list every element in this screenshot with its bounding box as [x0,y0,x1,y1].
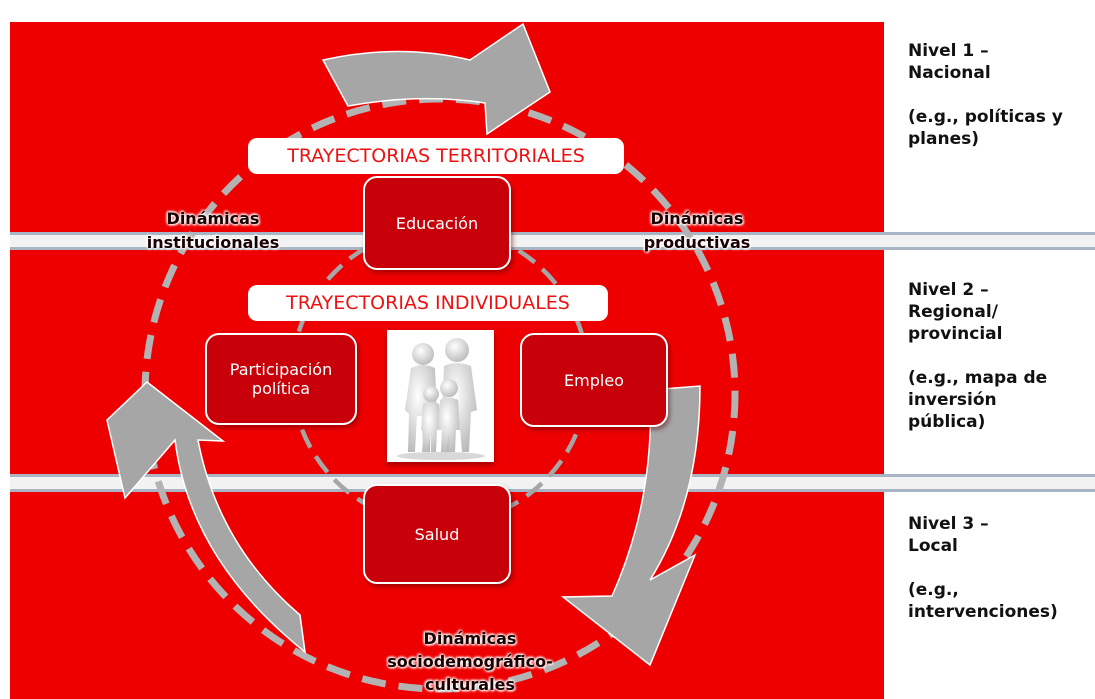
territorial-trajectories-label: TRAYECTORIAS TERRITORIALES [248,138,624,174]
sociodemographic-dynamics-label: Dinámicas sociodemográfico- culturales [387,629,553,694]
level-separator-1 [10,232,1095,250]
level-3-description: Nivel 3 – Local (e.g., intervenciones) [908,513,1093,623]
level-separator-1-bottom-line [10,247,1095,250]
level-1-title: Nivel 1 – Nacional [908,41,991,83]
level-separator-2-bottom-line [10,489,1095,492]
level-separator-1-top-line [10,232,1095,235]
health-label: Salud [414,524,460,544]
cycle-arrow-right-icon [560,385,701,667]
political-participation-box: Participación política [205,333,357,425]
employment-box: Empleo [520,333,668,427]
family-figures-icon [397,338,485,460]
level-2-description: Nivel 2 – Regional/ provincial (e.g., ma… [908,279,1093,433]
level-1-example: (e.g., políticas y planes) [908,107,1063,149]
health-box: Salud [363,484,511,584]
level-2-title: Nivel 2 – Regional/ provincial [908,280,1003,344]
cycle-arrow-left-icon [106,381,306,654]
individual-trajectories-label: TRAYECTORIAS INDIVIDUALES [248,285,608,321]
level-separator-2 [10,474,1095,492]
level-1-description: Nivel 1 – Nacional (e.g., políticas y pl… [908,40,1093,150]
cycle-arrow-top-icon [321,22,551,136]
level-3-title: Nivel 3 – Local [908,514,989,556]
productive-dynamics-label: Dinámicas productivas [643,209,751,252]
political-participation-label: Participación política [229,360,333,398]
education-label: Educación [395,213,479,233]
family-image [387,330,494,462]
institutional-dynamics-label: Dinámicas institucionales [146,209,280,252]
level-2-example: (e.g., mapa de inversión pública) [908,368,1048,432]
level-3-example: (e.g., intervenciones) [908,580,1058,622]
employment-label: Empleo [564,370,624,390]
education-box: Educación [363,176,511,270]
